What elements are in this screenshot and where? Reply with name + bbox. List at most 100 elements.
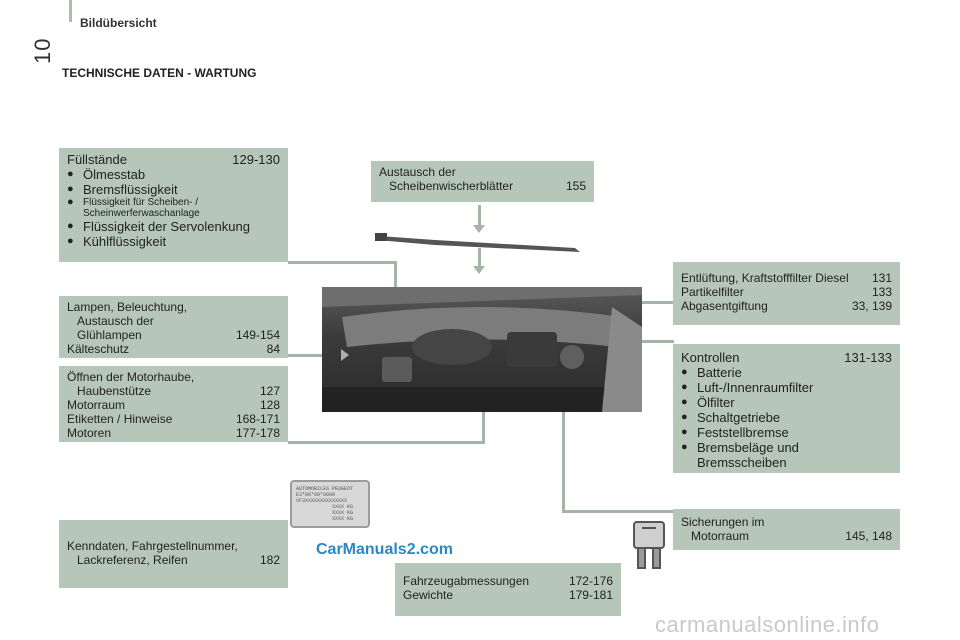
checks-title-row: Kontrollen 131-133: [681, 350, 892, 365]
brand-watermark: CarManuals2.com: [316, 541, 453, 558]
ident-line: Kenndaten, Fahrgestellnummer,: [67, 539, 238, 553]
page-ref: 131: [871, 271, 892, 285]
checks-box: Kontrollen 131-133 ● Batterie ●Luft-/Innen…: [673, 344, 900, 473]
list-item: ●Ölfilter: [681, 395, 892, 410]
hood-box: Öffnen der Motorhaube, Haubenstütze 127 M…: [59, 366, 288, 442]
connector-line: [288, 441, 484, 444]
page-ref: 182: [259, 553, 280, 567]
dims-label: Fahrzeugabmessungen: [403, 574, 530, 588]
page-ref: 179-181: [568, 588, 613, 602]
section-rule: [69, 0, 72, 22]
page-ref: 155: [565, 179, 586, 193]
list-item-label: Batterie: [697, 365, 742, 380]
checks-title: Kontrollen: [681, 350, 740, 365]
list-item-label: Kühlflüssigkeit: [83, 234, 167, 249]
bullet-icon: ●: [681, 411, 688, 423]
lamps-line: Austausch der: [77, 314, 154, 328]
connector-line: [562, 510, 674, 513]
hood-label: Motorraum: [67, 398, 126, 412]
list-item-label: Bremsflüssigkeit: [83, 182, 178, 197]
plate-text: AUTOMOBILES PEUGEOT E3*00*00*0000 VF3XXX…: [292, 482, 368, 526]
wiper-blade-image: [375, 228, 585, 254]
hood-label: Etiketten / Hinweise: [67, 412, 173, 426]
list-item-label: Ölmesstab: [83, 167, 146, 182]
hood-label: Haubenstütze: [77, 384, 152, 398]
vent-label: Abgasentgiftung: [681, 299, 768, 313]
page-ref: 33, 139: [851, 299, 892, 313]
wiper-label: Scheibenwischerblätter: [389, 179, 514, 193]
wiper-line: Austausch der: [379, 165, 456, 179]
page-heading: TECHNISCHE DATEN - WARTUNG: [62, 66, 257, 80]
bullet-icon: ●: [67, 168, 74, 180]
list-item-label: Flüssigkeit für Scheiben- / Scheinwerfer…: [83, 197, 200, 219]
plate-line: AUTOMOBILES PEUGEOT: [296, 486, 354, 492]
plate-line: XXXX KG: [332, 504, 354, 510]
bullet-icon: ●: [681, 426, 688, 438]
fill-levels-title: Füllstände: [67, 152, 127, 167]
bullet-icon: ●: [681, 366, 688, 378]
list-item-continuation: Bremsscheiben: [697, 455, 787, 470]
arrow-right-icon: [341, 349, 349, 361]
bullet-icon: ●: [681, 381, 688, 393]
ident-label: Lackreferenz, Reifen: [77, 553, 188, 567]
vent-row: Abgasentgiftung 33, 139: [681, 299, 892, 313]
vent-label: Partikelfilter: [681, 285, 744, 299]
page-ref: 172-176: [568, 574, 613, 588]
wiper-box: Austausch der Scheibenwischerblätter 155: [371, 161, 594, 202]
list-item: ●Bremsbeläge und: [681, 440, 892, 455]
bullet-icon: ●: [681, 441, 688, 453]
lamps-label: Kälteschutz: [67, 342, 130, 356]
plate-line: VF3XXXXXXXXXXXXXX: [296, 498, 348, 504]
list-item: ● Kühlflüssigkeit: [67, 234, 280, 249]
bullet-icon: ●: [67, 220, 74, 232]
list-item: ●Luft-/Innenraumfilter: [681, 380, 892, 395]
lamps-line: Lampen, Beleuchtung,: [67, 300, 188, 314]
list-item-label: Ölfilter: [697, 395, 735, 410]
fill-levels-title-row: Füllstände 129-130: [67, 152, 280, 167]
engine-bay-drawing: [322, 287, 642, 412]
dimensions-box: Fahrzeugabmessungen 172-176 Gewichte 179-1…: [395, 563, 621, 616]
connector-line: [288, 261, 396, 264]
bullet-icon: ●: [67, 183, 74, 195]
bullet-icon: ●: [67, 235, 74, 247]
list-item: ●Flüssigkeit der Servolenkung: [67, 219, 280, 234]
site-watermark: carmanualsonline.info: [655, 612, 880, 637]
bullet-icon: ●: [67, 196, 74, 208]
page-ref: 127: [259, 384, 280, 398]
page-number: 10: [30, 37, 55, 64]
fuses-line: Sicherungen im: [681, 515, 765, 529]
page-ref: 177-178: [235, 426, 280, 440]
dims-row: Gewichte 179-181: [403, 588, 613, 602]
vin-plate-image: AUTOMOBILES PEUGEOT E3*00*00*0000 VF3XXX…: [290, 480, 370, 528]
list-item: ● Ölmesstab: [67, 167, 280, 182]
identification-box: Kenndaten, Fahrgestellnummer, Lackrefere…: [59, 520, 288, 588]
ident-row: Lackreferenz, Reifen 182: [67, 553, 280, 567]
plate-line: XXXX KG: [332, 510, 354, 516]
list-item-label: Schaltgetriebe: [697, 410, 781, 425]
lamps-row: Glühlampen 149-154: [67, 328, 280, 342]
connector-line: [288, 354, 343, 357]
lamps-box: Lampen, Beleuchtung, Austausch der Glühl…: [59, 296, 288, 358]
arrow-down-icon: [473, 266, 485, 274]
page-ref: 128: [259, 398, 280, 412]
page-ref: 129-130: [232, 152, 280, 167]
list-item: ● Bremsflüssigkeit: [67, 182, 280, 197]
page-ref: 149-154: [235, 328, 280, 342]
wiper-row: Scheibenwischerblätter 155: [379, 179, 586, 193]
connector-line: [478, 205, 481, 229]
section-title: Bildübersicht: [80, 16, 157, 30]
lamps-label: Glühlampen: [77, 328, 142, 342]
list-item: ●Feststellbremse: [681, 425, 892, 440]
list-item: ● Batterie: [681, 365, 892, 380]
hood-line: Öffnen der Motorhaube,: [67, 370, 195, 384]
page-ref: 131-133: [844, 350, 892, 365]
connector-line: [478, 248, 481, 270]
dims-label: Gewichte: [403, 588, 454, 602]
